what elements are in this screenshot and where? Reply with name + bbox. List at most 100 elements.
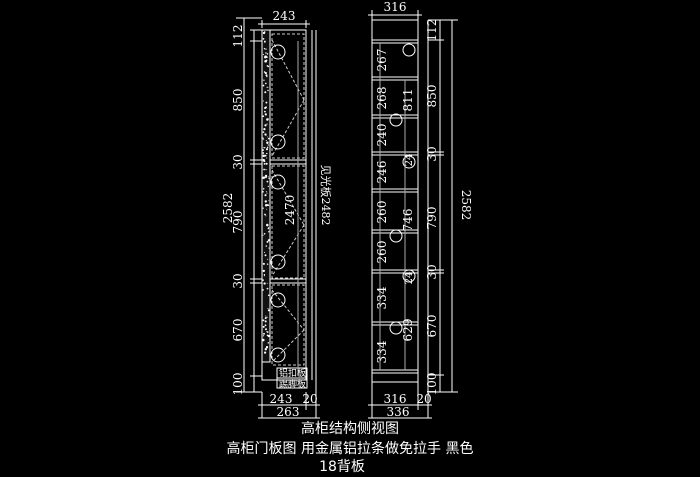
speckle-dot (262, 152, 265, 154)
left-height-100: 100 (231, 373, 245, 396)
caption-title: 高柜结构侧视图 (301, 421, 399, 437)
speckle-dot (266, 136, 268, 138)
rod-circle (402, 155, 416, 169)
speckle-dot (262, 335, 265, 337)
speckle-dot (266, 316, 268, 318)
speckle-dot (262, 269, 265, 273)
left-height-850: 850 (231, 89, 245, 112)
speckle-dot (267, 239, 271, 242)
speckle-dot (264, 200, 267, 203)
speckle-dot (267, 86, 269, 88)
speckle-dot (264, 133, 267, 136)
speckle-dot (262, 84, 265, 87)
shelf-height: 267 (375, 49, 389, 72)
speckle-dot (262, 137, 264, 139)
rod-circle (389, 113, 403, 127)
shelf-height: 334 (375, 286, 389, 309)
left-height-30: 30 (231, 154, 245, 169)
speckle-dot (266, 331, 269, 333)
speckle-dot (263, 282, 266, 285)
trim-box-skirting (276, 377, 308, 389)
speckle-dot (262, 100, 265, 102)
speckle-dot (263, 127, 266, 131)
rod-circle (389, 229, 403, 243)
speckle-dot (264, 71, 267, 75)
handle-circle (270, 347, 286, 363)
speckle-dot (265, 101, 268, 104)
speckle-dot (262, 38, 265, 40)
right-height-850: 850 (425, 85, 439, 108)
right-bottom-side: 20 (416, 392, 431, 406)
right-view (368, 10, 458, 419)
right-bottom-total: 336 (387, 405, 410, 419)
speckle-dot (268, 247, 270, 249)
speckle-dot (266, 241, 268, 243)
speckle-dot (265, 191, 267, 193)
speckle-dot (268, 177, 270, 179)
speckle-dot (262, 158, 265, 162)
speckle-dot (265, 245, 268, 247)
speckle-dot (264, 317, 267, 320)
group-height: 746 (401, 209, 415, 232)
speckle-dot (267, 137, 270, 140)
speckle-dot (267, 342, 270, 344)
speckle-dot (264, 348, 267, 351)
speckle-dot (263, 233, 266, 235)
speckle-dot (267, 89, 269, 92)
speckle-dot (262, 176, 265, 179)
speckle-dot (264, 154, 267, 157)
speckle-dot (267, 227, 270, 230)
left-bottom-width: 243 (270, 392, 293, 406)
speckle-dot (265, 331, 267, 333)
speckle-dot (262, 53, 265, 55)
left-top-width: 243 (273, 9, 296, 23)
speckle-dot (264, 320, 267, 323)
speckle-dot (267, 294, 270, 297)
speckle-dot (262, 289, 264, 291)
speckle-dot (262, 115, 265, 118)
side-panel-label: 见光板2482 (319, 165, 333, 226)
speckle-dot (264, 213, 266, 216)
speckle-dot (268, 200, 270, 202)
right-height-30: 30 (425, 146, 439, 161)
right-view-labels: 316 267 268 240 246 260 260 334 334 811 … (375, 0, 473, 419)
shelf-height: 268 (375, 87, 389, 110)
handle-circle (270, 254, 286, 270)
speckle-dot (262, 325, 265, 328)
speckle-dot (266, 53, 269, 55)
speckle-dot (265, 106, 267, 109)
left-height-112: 112 (231, 25, 245, 48)
left-bottom-side: 20 (302, 392, 317, 406)
speckle-dot (264, 254, 267, 257)
speckle-dot (263, 47, 266, 50)
speckle-dot (266, 334, 269, 337)
right-height-112: 112 (425, 19, 439, 42)
left-total-height: 2582 (221, 193, 235, 224)
group-height: 811 (401, 89, 415, 112)
speckle-dot (266, 287, 269, 290)
speckle-dot (264, 40, 266, 42)
speckle-texture (262, 31, 271, 354)
speckle-dot (262, 338, 265, 342)
speckle-dot (263, 139, 265, 141)
speckle-dot (265, 315, 267, 317)
speckle-dot (262, 319, 265, 322)
speckle-dot (268, 226, 270, 228)
shelf-height: 246 (375, 161, 389, 184)
right-top-width: 316 (384, 0, 407, 14)
speckle-dot (263, 79, 265, 81)
speckle-dot (262, 154, 266, 158)
speckle-dot (262, 190, 264, 193)
left-bottom-total: 263 (277, 405, 300, 419)
speckle-dot (267, 176, 269, 178)
speckle-dot (267, 118, 269, 120)
caption-line2: 高柜门板图 用金属铝拉条做免拉手 黑色 (226, 441, 474, 457)
speckle-dot (263, 274, 266, 276)
handle-circle (270, 292, 286, 308)
handle-circle (270, 134, 286, 150)
speckle-dot (267, 309, 271, 312)
handle-circle (270, 174, 286, 190)
speckle-dot (265, 148, 269, 151)
left-view (236, 17, 320, 419)
speckle-dot (266, 141, 269, 145)
